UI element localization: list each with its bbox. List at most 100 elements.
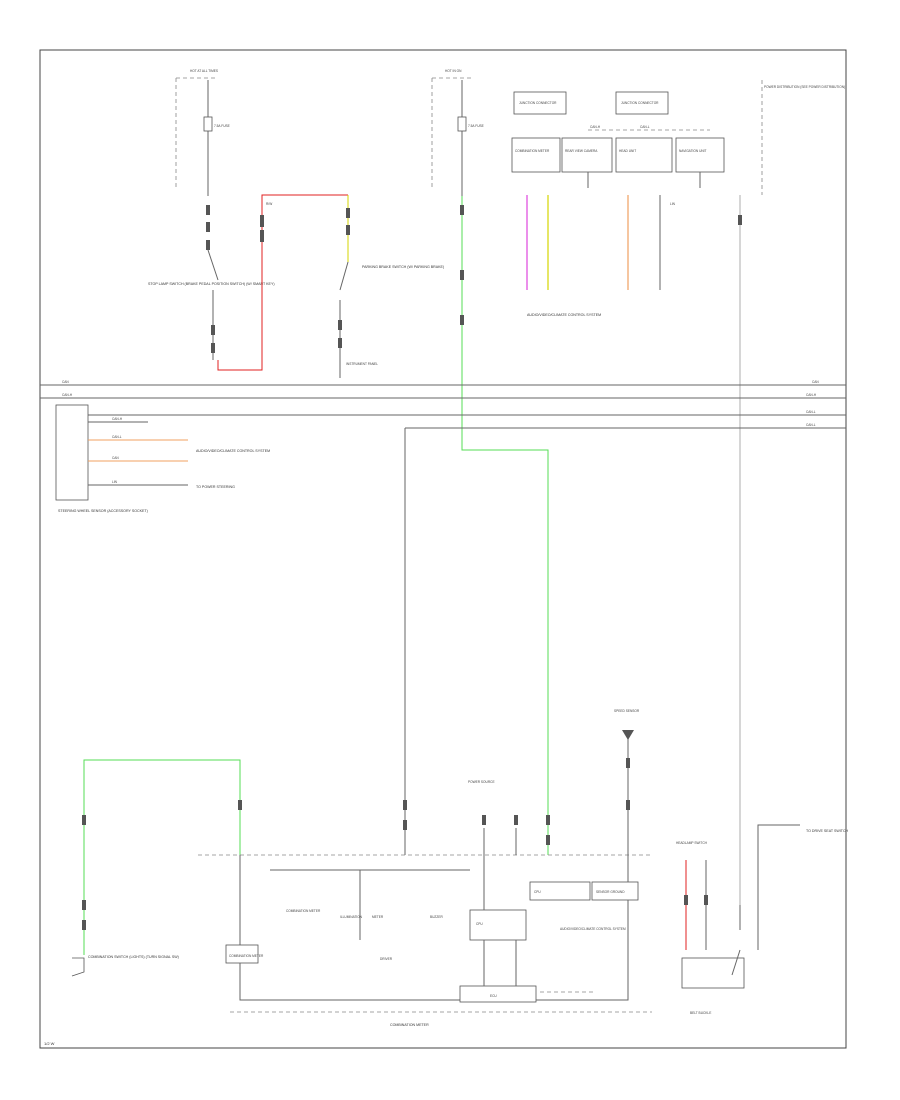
right-connector-1 [738, 215, 742, 225]
mid-connector-3 [338, 320, 342, 330]
meter-left-box [225, 944, 259, 964]
right-dest-wire [757, 824, 800, 950]
lamp-label: HEADLAMP SWITCH [676, 841, 708, 845]
loop-connector-4 [238, 800, 242, 810]
speed-connector-2 [626, 800, 630, 810]
speed-connector-1 [626, 758, 630, 768]
meter-buzzer-label: BUZZER [430, 915, 443, 919]
left-connector-1 [206, 205, 210, 215]
diagram-border [39, 49, 847, 1049]
cpu-box [469, 909, 527, 941]
bus-right-2: CAN-L [806, 410, 816, 414]
meter-right-1-label: CPU [534, 890, 541, 894]
loop-connector-2 [82, 900, 86, 910]
right-dest-label: TO DRIVE SEAT SWITCH [806, 829, 849, 833]
junction-box-b [615, 91, 669, 115]
gw-w2: CAN-L [112, 435, 122, 439]
left-fuse-branch: HOT AT ALL TIMES 7.5A FUSE STOP LAMP SWI… [148, 69, 348, 371]
mid-fuse-symbol [457, 116, 467, 132]
gw-dest2: TO POWER STEERING [196, 485, 235, 489]
module-box-3 [615, 137, 673, 173]
bottom-left-device: COMBINATION SWITCH (LIGHTS) (TURN SIGNAL… [88, 955, 179, 959]
green-connector-1 [460, 205, 464, 215]
bus-left-top: CAN [62, 380, 69, 384]
junction-box-a [513, 91, 567, 115]
mid-switch-ground: INSTRUMENT PANEL [346, 362, 378, 366]
red-wire-label: R/W [266, 202, 272, 206]
mid-connector-4 [338, 338, 342, 348]
loop-connector-3 [82, 920, 86, 930]
meter-right-text: AUDIO/VIDEO/CLIMATE CONTROL SYSTEM [560, 927, 626, 931]
mid-connector-2 [346, 225, 350, 235]
mid-switch-branch: PARKING BRAKE SWITCH (W/ PARKING BRAKE) … [338, 195, 444, 378]
module-box-2 [561, 137, 613, 173]
left-connector-5 [211, 343, 215, 353]
mid-connector-1 [346, 208, 350, 218]
meter-right-box-1 [529, 881, 591, 901]
cluster-bus-2: CAN-L [640, 125, 650, 129]
meter-c-label: METER [372, 915, 384, 919]
gw-dest1: AUDIO/VIDEO/CLIMATE CONTROL SYSTEM [196, 449, 270, 453]
gateway-box [55, 404, 89, 501]
top-right-note: POWER DISTRIBUTION (SEE POWER DISTRIBUTI… [764, 85, 845, 89]
bus-right-main: CAN-H [806, 393, 817, 397]
green-wire-main [461, 196, 549, 855]
left-connector-2 [206, 222, 210, 232]
loop-connector-1 [82, 815, 86, 825]
ground-icon [622, 730, 634, 740]
meter-label: COMBINATION METER [390, 1023, 429, 1027]
gw-w1: CAN-H [112, 417, 123, 421]
mid-switch-label: PARKING BRAKE SWITCH (W/ PARKING BRAKE) [362, 265, 444, 269]
gateway-block: STEERING WHEEL SENSOR (ACCESSORY SOCKET)… [55, 404, 270, 513]
meter-block: COMBINATION METER COMBINATION METER COMB… [198, 709, 652, 1027]
lamp-connector-2 [704, 895, 708, 905]
gw-w3: CAN [112, 456, 119, 460]
page-code: 1/2 W [44, 1041, 55, 1046]
right-switch-box [681, 957, 745, 989]
bus-right-top: CAN [812, 380, 819, 384]
junction-a-label: JUNCTION CONNECTOR [519, 101, 557, 105]
mid-fuse-header: HOT IN ON [445, 69, 462, 73]
bus-lines: CAN CAN-H CAN CAN-H CAN-L CAN-L [40, 380, 846, 855]
cpu-connector-2 [514, 815, 518, 825]
left-fuse-label: 7.5A FUSE [214, 124, 230, 128]
gateway-label: STEERING WHEEL SENSOR (ACCESSORY SOCKET) [58, 509, 148, 513]
top-right-cluster: POWER DISTRIBUTION (SEE POWER DISTRIBUTI… [511, 80, 845, 905]
left-switch-blade [207, 249, 219, 281]
bus-right-3: CAN-L [806, 423, 816, 427]
left-fuse-symbol [203, 116, 213, 132]
bus-left-main: CAN-H [62, 393, 73, 397]
meter-left-label: COMBINATION METER [229, 954, 264, 958]
cluster-footer: AUDIO/VIDEO/CLIMATE CONTROL SYSTEM [527, 313, 601, 317]
left-switch-label: STOP LAMP SWITCH (BRAKE PEDAL POSITION S… [148, 282, 275, 286]
right-switch-blade [731, 949, 741, 976]
green-connector-4 [546, 815, 550, 825]
meter-driver-label: DRIVER [380, 957, 393, 961]
bus-drop-connector-2 [403, 820, 407, 830]
bottom-right-block: HEADLAMP SWITCH BELT BUCKLE TO DRIVE SEA… [676, 824, 849, 1015]
red-connector-2 [260, 230, 264, 242]
speed-label: SPEED SENSOR [614, 709, 640, 713]
meter-b-label: ILLUMINATION [340, 915, 363, 919]
meter-right-return [536, 900, 629, 1001]
green-connector-3 [460, 315, 464, 325]
meter-return [239, 963, 460, 1001]
cluster-wire-label: LIN [670, 202, 676, 206]
red-connector-1 [260, 215, 264, 227]
module-box-4 [675, 137, 725, 173]
left-connector-4 [211, 325, 215, 335]
center-fuse-branch: HOT IN ON 7.5A FUSE [431, 69, 550, 855]
module-1-label: COMBINATION METER [515, 149, 550, 153]
left-fuse-header: HOT AT ALL TIMES [190, 69, 218, 73]
cluster-bus-1: CAN-H [590, 125, 601, 129]
right-box-label: BELT BUCKLE [690, 1011, 711, 1015]
left-connector-3 [206, 240, 210, 250]
red-wire [217, 194, 348, 371]
mid-switch-blade [339, 261, 349, 291]
module-3-label: HEAD UNIT [619, 149, 636, 153]
ecu-label: ECU [490, 994, 497, 998]
bottom-left-loop: COMBINATION SWITCH (LIGHTS) (TURN SIGNAL… [71, 759, 242, 977]
meter-right-box-2 [591, 881, 639, 901]
bus-drop-connector-1 [403, 800, 407, 810]
